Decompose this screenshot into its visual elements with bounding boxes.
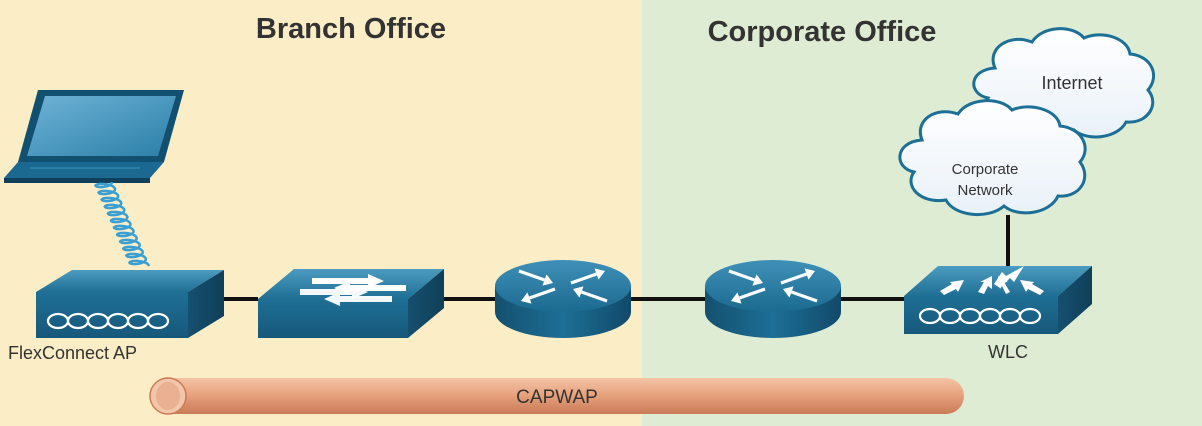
router-arrow-shaft: [528, 287, 556, 300]
router-arrow-head: [573, 286, 584, 298]
router-arrow-shaft: [780, 272, 808, 285]
branch-router-icon: [495, 260, 631, 338]
corporate-office-title: Corporate Office: [708, 16, 937, 48]
port-ring: [146, 312, 170, 330]
router-arrow-head: [804, 268, 815, 280]
branch-office-title: Branch Office: [256, 13, 446, 45]
router-top: [705, 260, 841, 312]
router-arrow-head: [542, 274, 553, 286]
port-ring: [1018, 307, 1042, 325]
connection-lines: [218, 215, 1010, 301]
wireless-lan-controller-icon: [904, 266, 1092, 334]
laptop-icon: [4, 90, 184, 183]
router-top: [495, 260, 631, 312]
router-arrow-shaft: [580, 290, 608, 303]
router-arrow-shaft: [570, 272, 598, 285]
router-arrow-shaft: [738, 287, 766, 300]
router-arrow-head: [594, 268, 605, 280]
router-arrow-shaft: [728, 269, 756, 282]
router-arrow-shaft: [518, 269, 546, 282]
capwap-tunnel: [149, 377, 964, 415]
router-arrow-head: [752, 274, 763, 286]
ap-label: FlexConnect AP: [8, 343, 137, 363]
router-arrow-shaft: [790, 290, 818, 303]
capwap-label: CAPWAP: [516, 387, 598, 408]
router-arrow-head: [783, 286, 794, 298]
corporate-network-label-line1: Corporate: [952, 161, 1019, 178]
router-arrow-head: [521, 292, 532, 304]
wlc-label: WLC: [988, 342, 1028, 362]
switch-icon: [258, 269, 444, 338]
wireless-signal-icon: [93, 181, 151, 267]
router-arrow-head: [731, 292, 742, 304]
internet-label: Internet: [1041, 73, 1102, 93]
corporate-network-label-line2: Network: [957, 182, 1013, 199]
corporate-network-cloud-icon: [898, 99, 1087, 217]
corporate-router-icon: [705, 260, 841, 338]
access-point-icon: [36, 270, 224, 338]
